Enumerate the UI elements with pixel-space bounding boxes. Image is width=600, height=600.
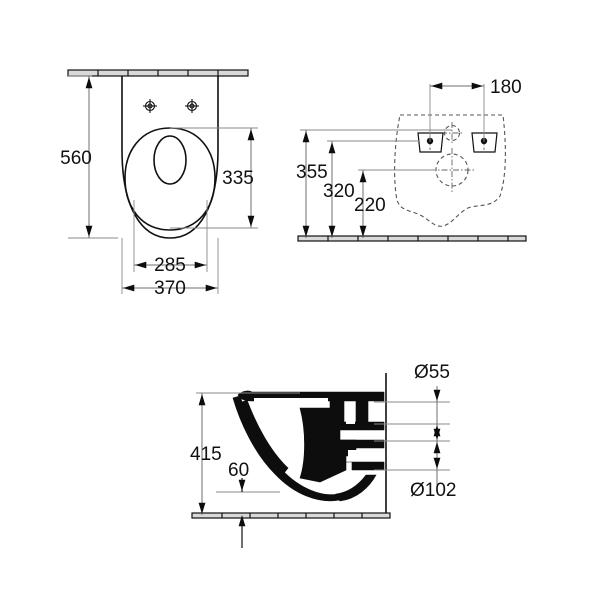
dim-415: 415 bbox=[190, 392, 300, 515]
side-view-floor-band bbox=[297, 235, 527, 242]
side-view-waste-circle bbox=[430, 148, 474, 192]
side-view-fixing-bracket-left bbox=[417, 132, 444, 153]
dim-355: 355 bbox=[296, 129, 452, 238]
dim-diameter-102-label: Ø102 bbox=[410, 480, 456, 501]
section-view: 415 60 bbox=[190, 362, 456, 548]
section-view-floor-band bbox=[191, 512, 391, 519]
dim-diameter-group: Ø55 Ø102 bbox=[374, 362, 456, 501]
dim-370: 370 bbox=[121, 238, 219, 299]
dim-320: 320 bbox=[323, 140, 420, 238]
dim-60-label: 60 bbox=[228, 460, 249, 481]
dim-180: 180 bbox=[429, 77, 522, 141]
dim-370-label: 370 bbox=[154, 278, 186, 299]
side-view-inlet-circle bbox=[441, 122, 463, 144]
dim-diameter-55-label: Ø55 bbox=[414, 362, 450, 383]
dim-335-label: 335 bbox=[222, 168, 254, 189]
dim-335: 335 bbox=[170, 127, 258, 229]
fixing-hole-left-icon bbox=[143, 99, 157, 113]
side-view-fixing-bracket-right bbox=[471, 132, 498, 153]
top-view: 560 335 285 bbox=[60, 69, 258, 299]
section-view-ceramic-body bbox=[232, 390, 385, 502]
dim-285-label: 285 bbox=[154, 255, 186, 276]
dim-60: 60 bbox=[216, 460, 280, 548]
side-view: 180 355 320 bbox=[296, 77, 527, 242]
dim-285: 285 bbox=[133, 200, 208, 276]
section-view-fix-point bbox=[293, 471, 299, 477]
fixing-hole-right-icon bbox=[185, 99, 199, 113]
dim-560: 560 bbox=[60, 75, 118, 239]
dim-220-label: 220 bbox=[354, 195, 386, 216]
side-view-dashed-outline bbox=[394, 114, 506, 227]
dim-220: 220 bbox=[354, 169, 436, 238]
section-view-voids bbox=[254, 398, 384, 461]
dim-415-label: 415 bbox=[190, 444, 222, 465]
dim-355-label: 355 bbox=[296, 162, 328, 183]
top-view-bowl-oval bbox=[153, 135, 187, 185]
dim-320-label: 320 bbox=[323, 181, 355, 202]
dim-560-label: 560 bbox=[60, 148, 92, 169]
dim-180-label: 180 bbox=[490, 77, 522, 98]
top-view-wall-band bbox=[67, 69, 249, 77]
top-view-rim-oval bbox=[124, 127, 216, 231]
